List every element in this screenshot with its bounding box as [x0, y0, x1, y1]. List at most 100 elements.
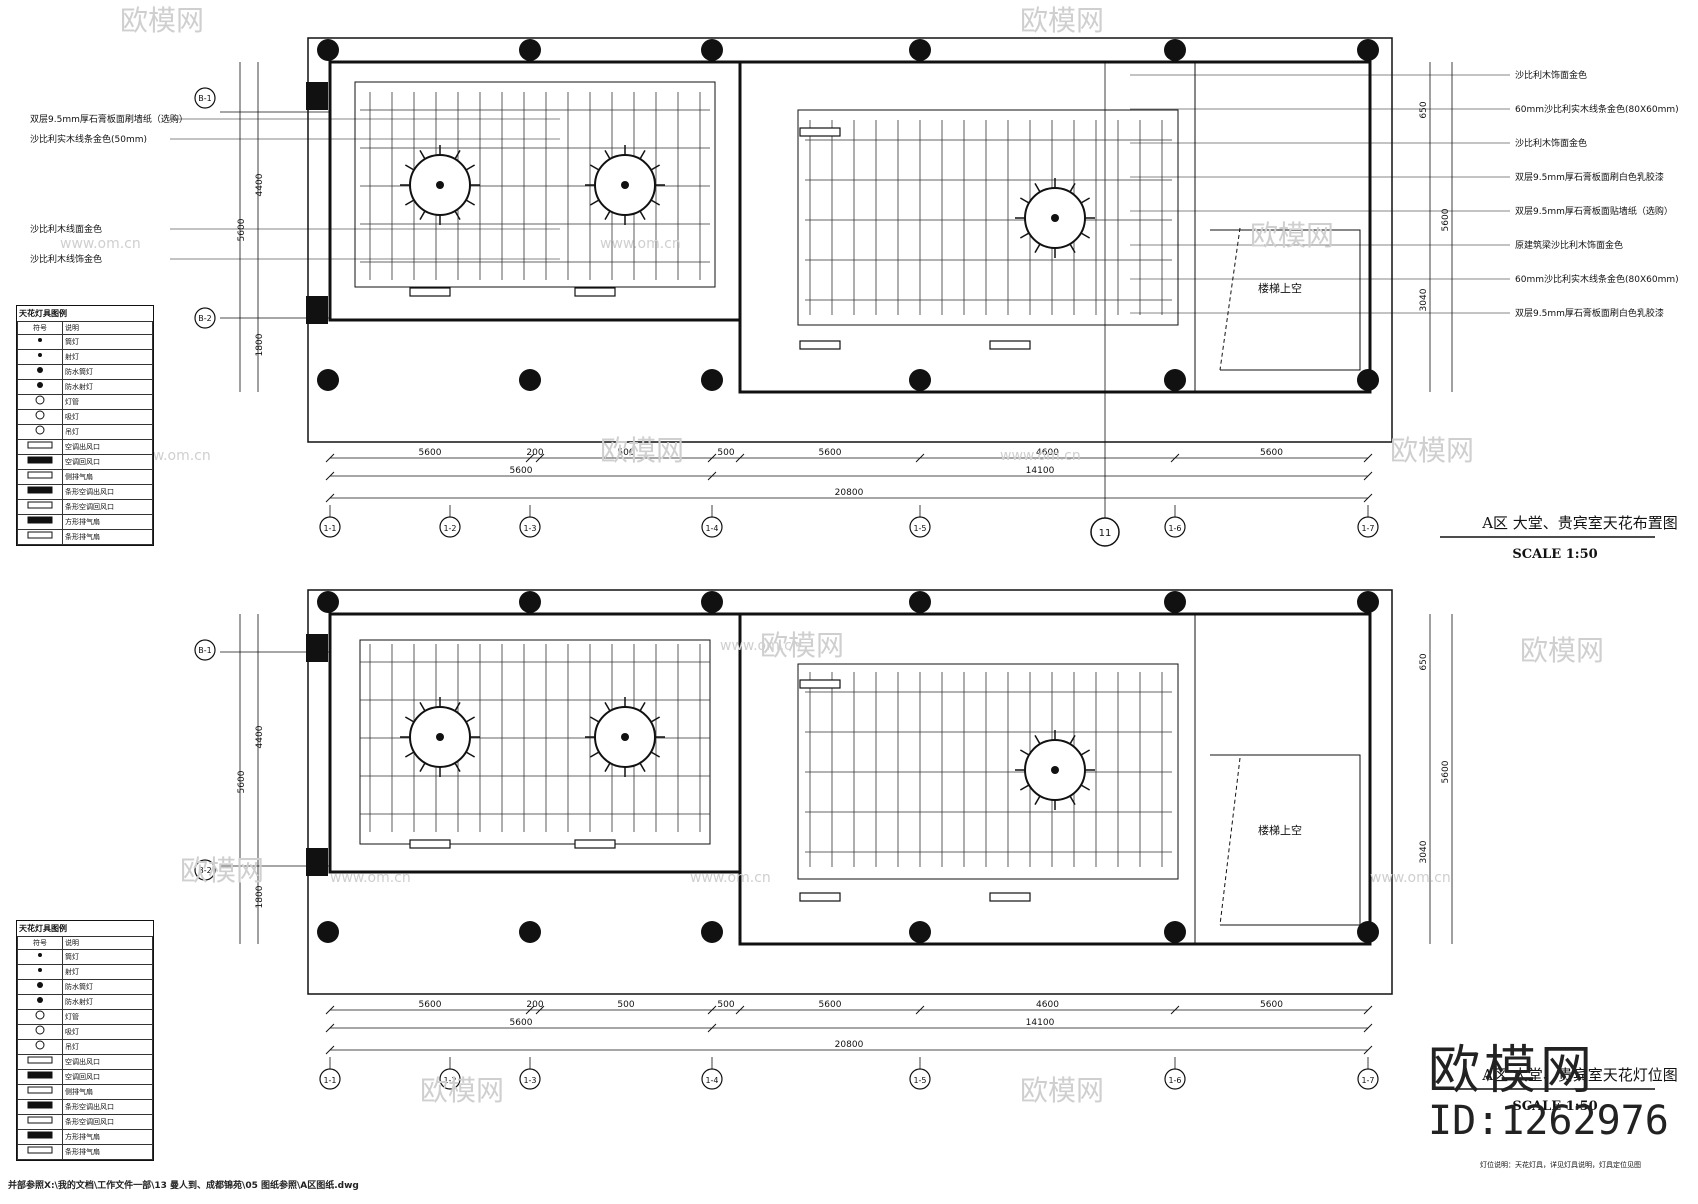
legend-symbol-cell: [17, 1114, 63, 1130]
legend-symbol-icon: [35, 1025, 45, 1035]
column-marker: [1164, 369, 1186, 391]
legend-symbol-cell: [17, 484, 63, 500]
dimension-label: 5600: [510, 466, 533, 476]
watermark-site: www.om.cn: [1370, 870, 1451, 886]
legend-header-symbol: 符号: [17, 936, 63, 950]
grid-axis-label: 1-3: [523, 524, 536, 533]
vent-icon: [409, 839, 451, 849]
watermark-text: 欧模网: [1020, 1074, 1104, 1107]
grid-axis-bubble: [194, 859, 216, 881]
legend-desc: 条形空调出风口: [62, 1099, 153, 1115]
legend-rows: 符号 说明 筒灯射灯防水筒灯防水射灯灯管吸灯吊灯空调出风口空调回风口侧排气扇条形…: [17, 321, 153, 545]
dimension-tick: [707, 1023, 717, 1033]
legend-desc: 防水筒灯: [62, 364, 153, 380]
chandelier-icon: [585, 697, 665, 777]
column-marker: [701, 591, 723, 613]
grid-axis-label: 1-3: [523, 1076, 536, 1085]
legend-row: 灯管: [17, 1009, 153, 1025]
watermark-site: www.om.cn: [330, 870, 411, 886]
legend-desc: 吊灯: [62, 1039, 153, 1055]
dimension-label: 500: [617, 1000, 634, 1010]
legend-row: 条形空调回风口: [17, 499, 153, 515]
annotation-left: 双层9.5mm厚石膏板面刷墙纸（选购）: [30, 113, 188, 125]
legend-header-symbol: 符号: [17, 321, 63, 335]
legend-row: 防水射灯: [17, 994, 153, 1010]
legend-desc: 吊灯: [62, 424, 153, 440]
legend-symbol-icon: [38, 968, 42, 972]
dimension-label: 5600: [237, 218, 247, 241]
dimension-label: 5600: [419, 1000, 442, 1010]
dimension-label: 14100: [1026, 1018, 1055, 1028]
legend-desc: 射灯: [62, 964, 153, 980]
legend-desc: 侧排气扇: [62, 469, 153, 485]
vent-icon: [989, 340, 1031, 350]
grid-axis-label: 1-6: [1168, 524, 1181, 533]
legend-symbol-cell: [17, 379, 63, 395]
annotation-right: 沙比利木饰面金色: [1515, 137, 1587, 149]
dimension-tick: [915, 453, 925, 463]
legend-desc: 空调出风口: [62, 439, 153, 455]
legend-desc: 空调出风口: [62, 1054, 153, 1070]
column-marker: [909, 39, 931, 61]
annotation-right: 60mm沙比利实木线条金色(80X60mm): [1515, 273, 1679, 285]
dimension-tick: [525, 453, 535, 463]
room-label: 楼梯上空: [1258, 823, 1302, 837]
dimension-label: 5600: [819, 448, 842, 458]
annotation-left: 沙比利木线面金色: [30, 223, 102, 235]
legend-row: 条形空调出风口: [17, 484, 153, 500]
legend-symbol-icon: [35, 1010, 45, 1020]
legend-header-desc: 说明: [62, 321, 153, 335]
dimension-tick: [1363, 1045, 1373, 1055]
dimension-tick: [1170, 453, 1180, 463]
legend-row: 条形排气扇: [17, 1144, 153, 1160]
legend-row: 条形空调出风口: [17, 1099, 153, 1115]
brand-logo-text: 欧模网: [1428, 1041, 1597, 1101]
legend-symbol-cell: [17, 529, 63, 545]
legend-desc: 筒灯: [62, 334, 153, 350]
annotation-right: 60mm沙比利实木线条金色(80X60mm): [1515, 103, 1679, 115]
legend-desc: 方形排气扇: [62, 514, 153, 530]
legend-row: 空调出风口: [17, 1054, 153, 1070]
watermark-text: 欧模网: [760, 629, 844, 662]
legend-symbol-icon: [27, 1116, 53, 1124]
legend-symbol-icon: [38, 338, 42, 342]
legend-desc: 吸灯: [62, 1024, 153, 1040]
legend-row: 防水筒灯: [17, 364, 153, 380]
legend-desc: 条形排气扇: [62, 1144, 153, 1160]
column-marker: [306, 82, 328, 110]
column-marker: [701, 921, 723, 943]
dimension-label: 500: [717, 448, 734, 458]
legend-row: 侧排气扇: [17, 469, 153, 485]
grid-axis-bubble: [194, 639, 216, 661]
watermark-text: 欧模网: [420, 1074, 504, 1107]
dimension-label: 3040: [1419, 288, 1429, 311]
dimension-label: 200: [526, 448, 543, 458]
watermark-text: 欧模网: [600, 434, 684, 467]
drawing-title: A区 大堂、贵宾室天花灯位图: [1481, 1066, 1678, 1084]
drawing-scale: SCALE 1:50: [1512, 547, 1597, 562]
dimension-label: 14100: [1026, 466, 1055, 476]
legend-row: 吊灯: [17, 424, 153, 440]
chandelier-icon: [400, 697, 480, 777]
dimension-tick: [1363, 453, 1373, 463]
legend-symbol-icon: [37, 382, 43, 388]
vent-icon: [989, 892, 1031, 902]
legend-symbol-icon: [27, 531, 53, 539]
watermark-text: 欧模网: [1390, 434, 1474, 467]
watermark-text: 欧模网: [1520, 634, 1604, 667]
legend-symbol-cell: [17, 1144, 63, 1160]
dimension-label: 3040: [1419, 840, 1429, 863]
legend-symbol-icon: [35, 410, 45, 420]
legend-symbol-icon: [37, 367, 43, 373]
chandelier-icon: [1015, 730, 1095, 810]
legend-row: 防水射灯: [17, 379, 153, 395]
grid-axis-label: 1-1: [323, 524, 336, 533]
grid-axis-label: 1-7: [1361, 1076, 1374, 1085]
legend-desc: 条形空调回风口: [62, 499, 153, 515]
legend-row: 灯管: [17, 394, 153, 410]
grid-axis-bubble: [194, 87, 216, 109]
vent-icon: [574, 287, 616, 297]
legend-desc: 条形空调回风口: [62, 1114, 153, 1130]
top-ceiling-plan: [220, 37, 1393, 520]
legend-symbol-cell: [17, 364, 63, 380]
